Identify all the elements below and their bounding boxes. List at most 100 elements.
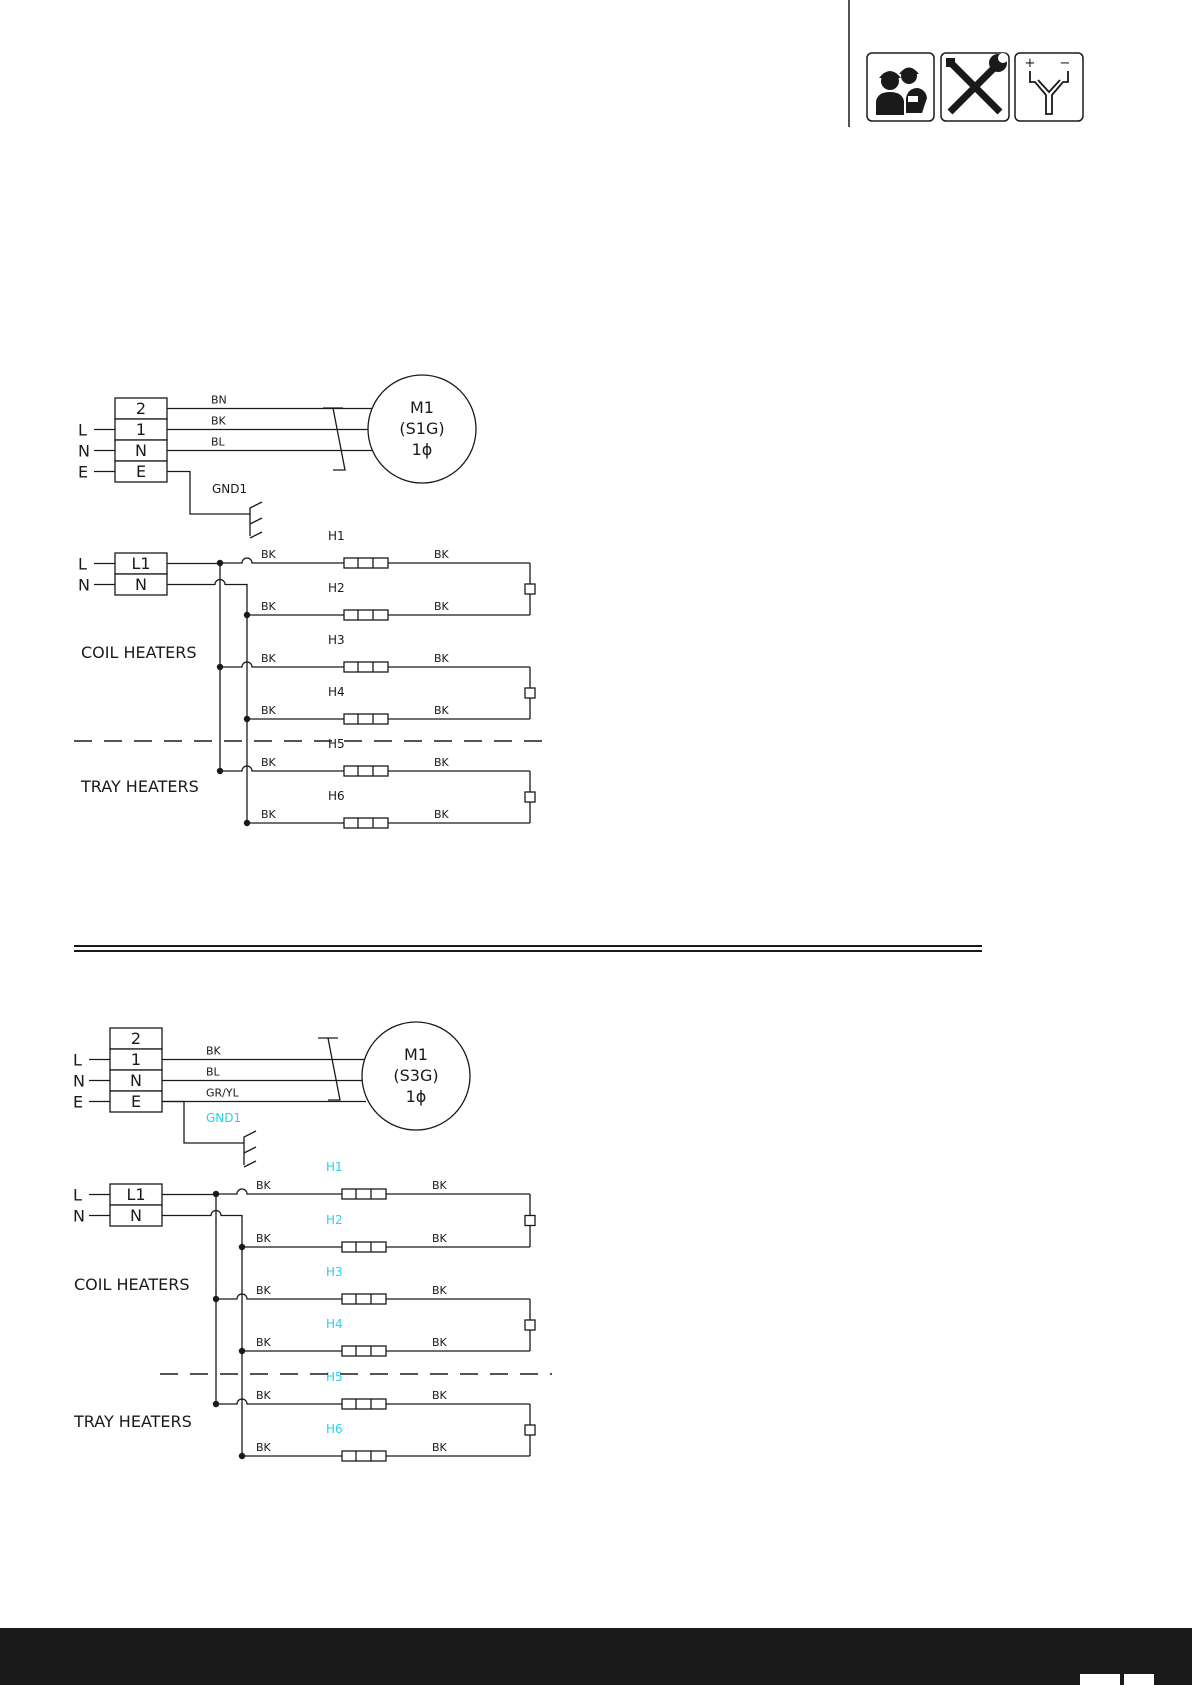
wire-label: GR/YL bbox=[206, 1087, 240, 1100]
junction-dot bbox=[217, 560, 223, 566]
heater-label: H1 bbox=[328, 529, 345, 543]
motor-model: (S1G) bbox=[399, 419, 444, 438]
wire-label: BK bbox=[256, 1232, 272, 1245]
motor-phase: 1ϕ bbox=[406, 1087, 427, 1106]
installer-icon bbox=[867, 53, 934, 121]
wire-label: BK bbox=[434, 548, 450, 561]
ground-label: GND1 bbox=[212, 482, 247, 496]
wire-label: BK bbox=[432, 1441, 448, 1454]
polarity-icon: + − bbox=[1015, 53, 1083, 121]
junction-dot bbox=[213, 1296, 219, 1302]
heater-feed bbox=[216, 1294, 342, 1299]
terminal-label: N bbox=[135, 441, 147, 460]
wire-label: BK bbox=[432, 1232, 448, 1245]
heater-feed bbox=[220, 558, 344, 563]
coil-heaters-label: COIL HEATERS bbox=[81, 643, 196, 662]
footer-page-tab bbox=[1124, 1674, 1154, 1685]
wire-label: BK bbox=[206, 1045, 222, 1058]
heater-element bbox=[344, 610, 388, 620]
section-separator bbox=[74, 946, 982, 951]
wire-label: BK bbox=[211, 415, 227, 428]
connector-bracket bbox=[318, 1038, 340, 1100]
connector-bracket bbox=[323, 408, 345, 470]
wire-label: BK bbox=[256, 1284, 272, 1297]
wire-label: BK bbox=[261, 652, 277, 665]
wire-label: BK bbox=[434, 756, 450, 769]
terminal-label: N bbox=[130, 1071, 142, 1090]
heater-element bbox=[342, 1451, 386, 1461]
wire-label: BK bbox=[261, 756, 277, 769]
motor-model: (S3G) bbox=[393, 1066, 438, 1085]
supply-label: N bbox=[78, 442, 90, 461]
header: + − bbox=[849, 0, 1083, 127]
junction-dot bbox=[239, 1348, 245, 1354]
heater-terminal-label: L1 bbox=[126, 1185, 145, 1204]
ground-symbol bbox=[250, 502, 262, 538]
heater-label: H5 bbox=[326, 1370, 343, 1384]
supply-label: L bbox=[73, 1051, 82, 1070]
heater-terminal-label: L1 bbox=[131, 554, 150, 573]
heater-element bbox=[344, 558, 388, 568]
motor-phase: 1ϕ bbox=[412, 440, 433, 459]
heater-supply-label: N bbox=[78, 576, 90, 595]
junction-dot bbox=[213, 1401, 219, 1407]
terminal-label: 2 bbox=[131, 1029, 141, 1048]
supply-label: E bbox=[73, 1093, 83, 1112]
ground-symbol bbox=[244, 1131, 256, 1167]
junction-dot bbox=[244, 716, 250, 722]
heater-label: H2 bbox=[326, 1213, 343, 1227]
pair-terminal bbox=[525, 688, 535, 698]
heater-label: H6 bbox=[328, 789, 345, 803]
heater-element bbox=[344, 662, 388, 672]
heater-feed bbox=[220, 662, 344, 667]
junction-dot bbox=[239, 1244, 245, 1250]
heater-element bbox=[342, 1399, 386, 1409]
supply-label: L bbox=[78, 421, 87, 440]
heater-supply-label: N bbox=[73, 1207, 85, 1226]
pair-terminal bbox=[525, 1320, 535, 1330]
motor-name: M1 bbox=[410, 398, 434, 417]
wire-label: BK bbox=[256, 1389, 272, 1402]
terminal-label: E bbox=[136, 462, 146, 481]
wire-label: BN bbox=[211, 394, 227, 407]
wire-label: BL bbox=[206, 1066, 221, 1079]
junction-dot bbox=[244, 820, 250, 826]
wire-label: BK bbox=[261, 704, 277, 717]
pair-terminal bbox=[525, 1425, 535, 1435]
heater-supply-label: L bbox=[73, 1186, 82, 1205]
wire-label: BK bbox=[432, 1284, 448, 1297]
wire-label: BK bbox=[432, 1389, 448, 1402]
heater-label: H2 bbox=[328, 581, 345, 595]
wire-label: BK bbox=[261, 600, 277, 613]
heater-label: H3 bbox=[326, 1265, 343, 1279]
footer-page-tab bbox=[1080, 1674, 1120, 1685]
wire-label: BK bbox=[434, 652, 450, 665]
ground-label: GND1 bbox=[206, 1111, 241, 1125]
motor-name: M1 bbox=[404, 1045, 428, 1064]
wire-label: BK bbox=[256, 1336, 272, 1349]
heater-terminal-label: N bbox=[135, 575, 147, 594]
heater-label: H6 bbox=[326, 1422, 343, 1436]
wire-label: BK bbox=[434, 600, 450, 613]
wire-label: BK bbox=[261, 548, 277, 561]
junction-dot bbox=[217, 768, 223, 774]
terminal-label: 1 bbox=[131, 1050, 141, 1069]
heater-element bbox=[342, 1242, 386, 1252]
terminal-label: E bbox=[131, 1092, 141, 1111]
junction-dot bbox=[244, 612, 250, 618]
supply-label: N bbox=[73, 1072, 85, 1091]
pair-terminal bbox=[525, 792, 535, 802]
wire-label: BK bbox=[256, 1441, 272, 1454]
tools-icon bbox=[941, 53, 1009, 121]
heater-feed bbox=[216, 1189, 342, 1194]
heater-element bbox=[342, 1189, 386, 1199]
heater-terminal-label: N bbox=[130, 1206, 142, 1225]
terminal-label: 1 bbox=[136, 420, 146, 439]
heater-element bbox=[344, 714, 388, 724]
heater-label: H5 bbox=[328, 737, 345, 751]
tray-heaters-label: TRAY HEATERS bbox=[80, 777, 199, 796]
wire-label: BL bbox=[211, 436, 226, 449]
wire-label: BK bbox=[261, 808, 277, 821]
